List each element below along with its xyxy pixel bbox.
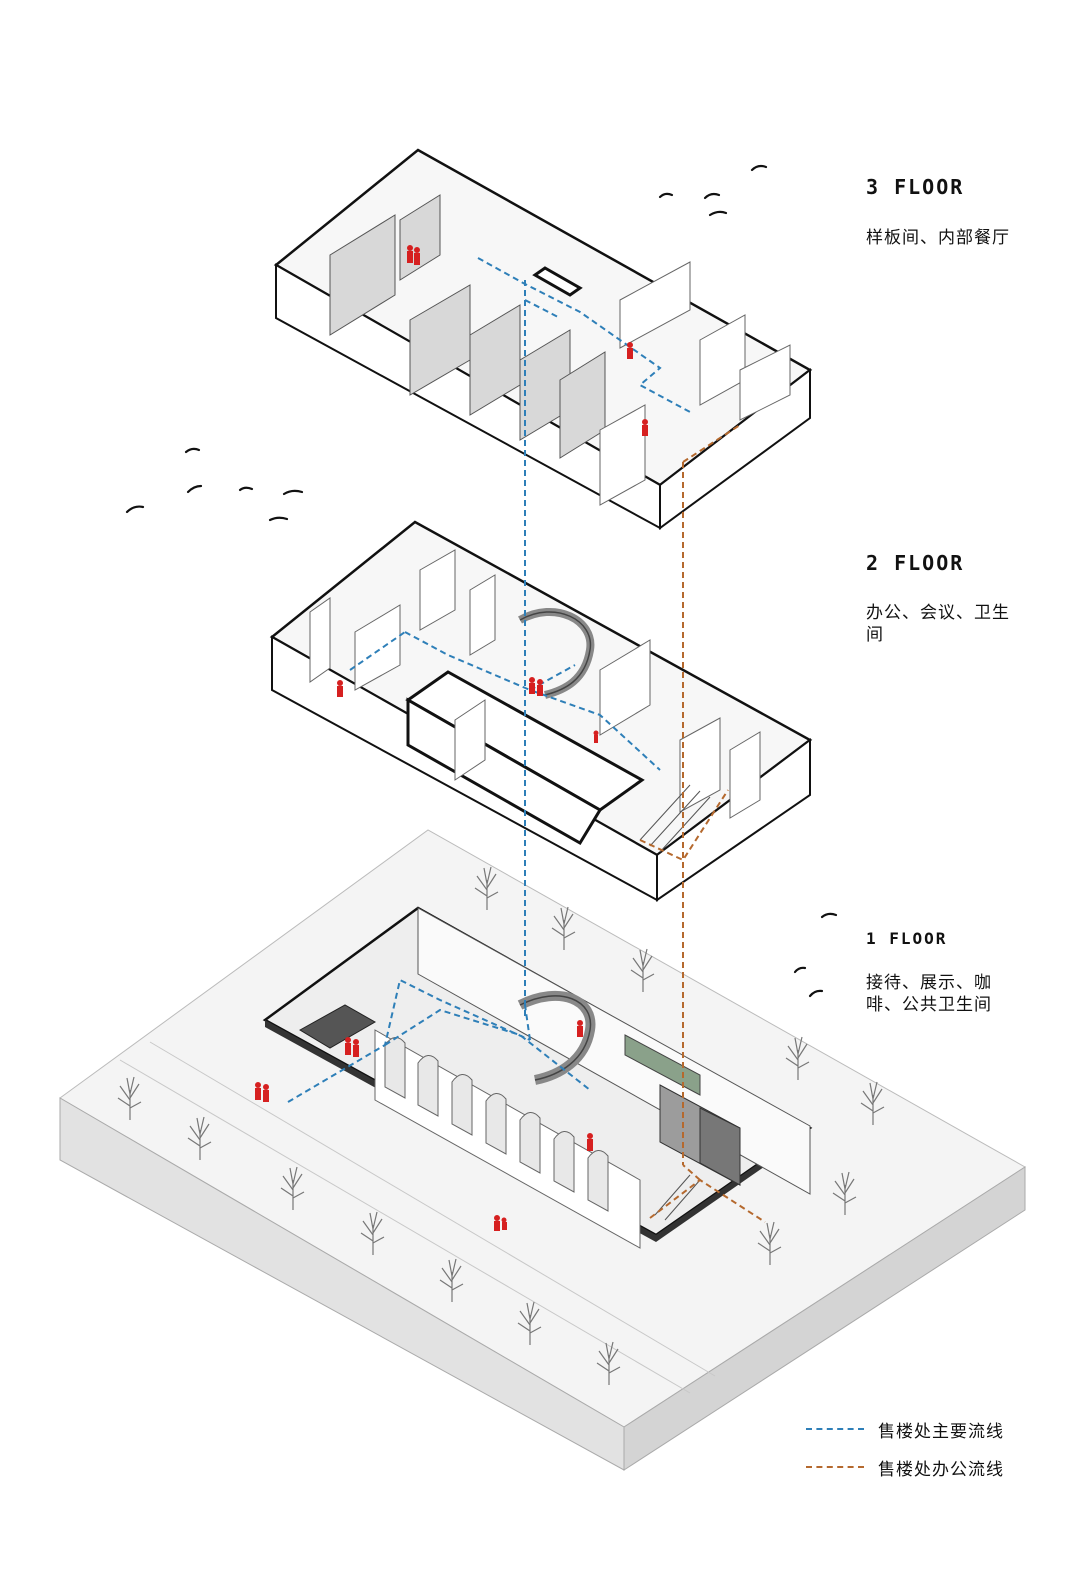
bird-icon [186, 484, 203, 494]
bird-icon [658, 192, 674, 199]
tree-icon [596, 1341, 621, 1385]
bird-icon [750, 164, 768, 172]
site-trees [117, 866, 885, 1385]
bird-icon [820, 912, 838, 919]
tree-icon [517, 1301, 542, 1345]
tree-icon [551, 906, 576, 950]
person-icon [587, 1133, 593, 1151]
floor-3-opening [532, 266, 583, 297]
person-icon [255, 1082, 269, 1102]
road-line [119, 1059, 691, 1394]
bird-icon [184, 447, 201, 454]
bird-icon [703, 192, 721, 200]
bird-icon [708, 210, 728, 217]
person-icon [593, 730, 599, 743]
arches [384, 1037, 609, 1212]
tree-icon [280, 1166, 305, 1210]
person-icon [577, 1020, 583, 1037]
birds [125, 164, 838, 998]
stair-2 [639, 784, 711, 853]
bird-icon [793, 966, 807, 974]
floor-3-plan [273, 148, 813, 530]
floor-2-title: 2 FLOOR [866, 551, 965, 575]
tree-icon [439, 1258, 464, 1302]
bird-icon [282, 489, 304, 496]
floor-1-plan [262, 906, 813, 1249]
floor-3-title: 3 FLOOR [866, 175, 965, 199]
tree-icon [474, 866, 499, 910]
person-icon [337, 680, 343, 697]
person-icon [345, 1037, 359, 1057]
tree-icon [187, 1116, 212, 1160]
main-flow-lines [287, 257, 691, 1103]
office-flow-lines [639, 424, 766, 1223]
legend-main-flow-label: 售楼处主要流线 [878, 1421, 1004, 1442]
arcade-wall [374, 1029, 641, 1249]
stair-1 [654, 1174, 701, 1221]
floor-3-partitions [599, 261, 791, 506]
legend-main-flow: 售楼处主要流线 [806, 1417, 1004, 1442]
site-side-right [623, 1166, 1026, 1471]
green-wall [624, 1034, 701, 1096]
legend-office-flow-label: 售楼处办公流线 [878, 1459, 1004, 1480]
tree-icon [832, 1171, 857, 1215]
floor-1-description: 接待、展示、咖啡、公共卫生间 [866, 973, 992, 1015]
floor-2-plan [269, 520, 813, 902]
floor-3-description: 样板间、内部餐厅 [866, 228, 1010, 248]
person-icon [642, 419, 648, 436]
tree-icon [630, 948, 655, 992]
tree-icon [757, 1221, 782, 1265]
bird-icon [268, 516, 289, 522]
legend-office-flow-swatch [806, 1466, 864, 1468]
tree-icon [785, 1036, 810, 1080]
legend-office-flow: 售楼处办公流线 [806, 1455, 1004, 1480]
bird-icon [238, 486, 254, 492]
counter [299, 1004, 377, 1049]
bird-icon [808, 989, 824, 998]
tree-icon [117, 1076, 142, 1120]
person-icon [529, 677, 543, 696]
legend-main-flow-swatch [806, 1428, 864, 1430]
floor-2-description: 办公、会议、卫生间 [866, 603, 1010, 645]
floor-1-title: 1 FLOOR [866, 929, 948, 948]
model-rooms [329, 194, 606, 459]
people [255, 245, 648, 1231]
bird-icon [125, 505, 145, 514]
person-icon [627, 342, 633, 359]
tree-icon [860, 1081, 885, 1125]
person-icon [407, 245, 420, 265]
road-line [149, 1041, 716, 1377]
person-icon [494, 1215, 507, 1231]
floor-2-partitions [309, 549, 761, 819]
tree-icon [360, 1211, 385, 1255]
